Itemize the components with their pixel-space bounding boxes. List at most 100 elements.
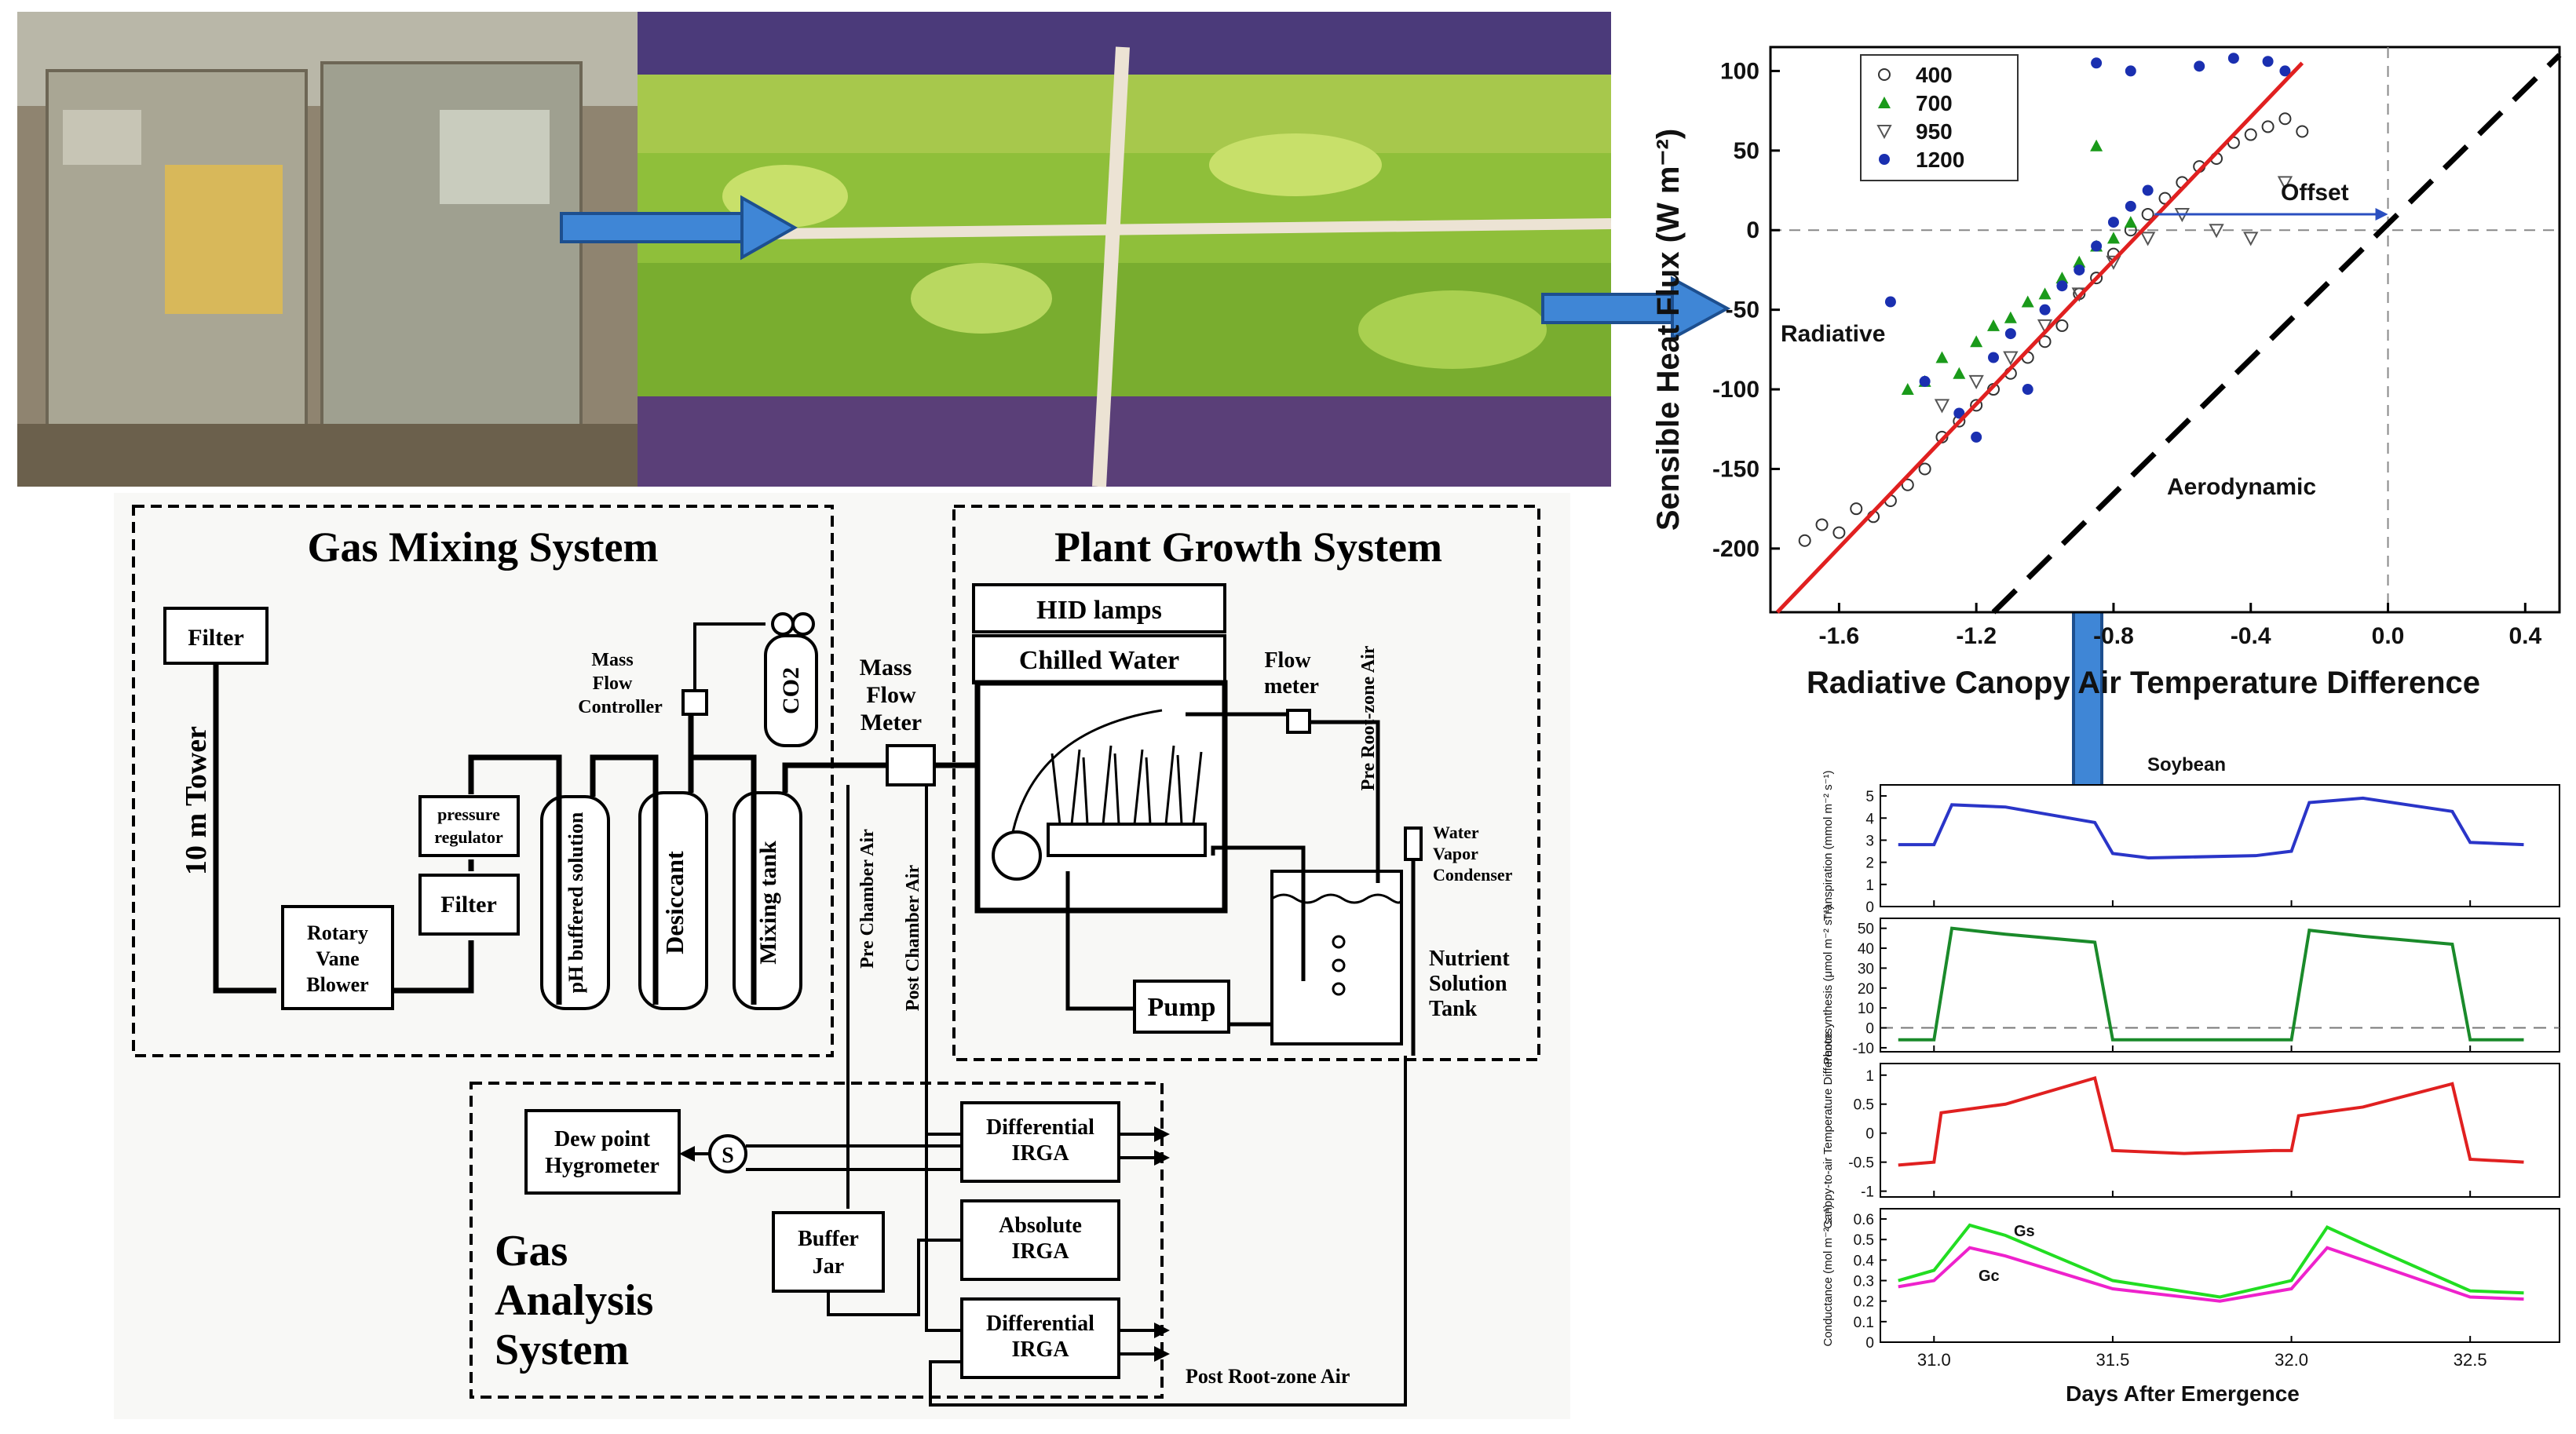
legend-marker-400 (1878, 68, 1891, 81)
panel-y-tick-label: 1 (1865, 1068, 1874, 1085)
data-point-1200 (2125, 200, 2136, 212)
dew-point-label-1: Dew point (554, 1127, 651, 1151)
data-point-400 (1918, 462, 1931, 476)
bubble-icon-2 (1332, 958, 1346, 972)
data-point-700 (2055, 272, 2069, 284)
panel-y-tick-label: 30 (1858, 961, 1874, 977)
data-point-950 (2003, 351, 2019, 366)
nutrient-tank-label-1: Nutrient (1429, 947, 1510, 971)
mixing-tank-label: Mixing tank (755, 841, 781, 965)
panel-y-tick-label: -1 (1861, 1184, 1874, 1201)
x-tick-label: -0.8 (2093, 623, 2134, 649)
panel-y-tick-label: 0 (1865, 1021, 1874, 1038)
panel-y-tick-label: 0 (1865, 1335, 1874, 1352)
data-point-1200 (1971, 431, 1982, 443)
panel-y-tick-label: 0.4 (1854, 1253, 1875, 1269)
data-point-1200 (2004, 328, 2016, 340)
differential-irga-2-label-1: Differential (986, 1312, 1094, 1336)
panel-y-tick-label: 0.3 (1854, 1274, 1874, 1290)
timeseries-x-tick-label: 32.5 (2454, 1350, 2487, 1370)
panel-y-tick-label: 0.5 (1854, 1097, 1874, 1114)
legend-label-950: 950 (1916, 119, 1953, 144)
data-point-1200 (2107, 217, 2119, 228)
y-tick-label: -150 (1712, 456, 1759, 482)
data-point-950 (1968, 374, 1984, 390)
timeseries-x-tick-label: 31.0 (1917, 1350, 1951, 1370)
data-point-400 (1798, 534, 1811, 547)
data-point-1200 (1884, 296, 1896, 308)
flow-meter-box (1286, 709, 1311, 734)
data-point-1200 (2056, 280, 2068, 292)
plant-growth-system-title: Plant Growth System (1054, 524, 1442, 571)
panel-y-tick-label: -10 (1853, 1041, 1874, 1057)
data-point-400 (2278, 112, 2292, 126)
flow-meter-label-1: Flow (1264, 648, 1311, 673)
co2-cylinder (764, 634, 818, 747)
mass-flow-controller-label-3: Controller (578, 697, 663, 717)
radiative-fit-line (1775, 61, 2304, 614)
tower-label: 10 m Tower (180, 726, 213, 875)
data-point-1200 (2091, 57, 2103, 69)
differential-irga-2-label-2: IRGA (1011, 1337, 1069, 1362)
legend-label-700: 700 (1916, 91, 1953, 115)
plant-canopy-photo (637, 12, 1612, 487)
legend-marker-700 (1878, 97, 1891, 108)
data-point-400 (2296, 125, 2309, 138)
filter-box-2 (418, 874, 520, 936)
data-point-400 (2055, 319, 2069, 332)
buffer-jar-label-2: Jar (813, 1254, 844, 1279)
scatter-y-axis-label: Sensible Heat Flux (W m⁻²) (1651, 129, 1686, 531)
data-point-1200 (2262, 56, 2274, 68)
data-point-1200 (2279, 65, 2291, 77)
solenoid-valve-label: S (722, 1144, 734, 1168)
co2-valve-right-icon (791, 612, 815, 636)
arrow-photo-to-scatter (1541, 275, 1731, 341)
timeseries-x-axis-label: Days After Emergence (2066, 1381, 2300, 1406)
timeseries-x-tick-label: 32.0 (2275, 1350, 2308, 1370)
gas-exchange-schematic: Gas Mixing System Filter 10 m Tower Rota… (114, 493, 1570, 1419)
data-point-1200 (2039, 304, 2051, 316)
annotation-aerodynamic: Aerodynamic (2167, 474, 2316, 500)
ph-solution-label: pH buffered solution (565, 812, 587, 993)
water-vapor-condenser-label-1: Water (1433, 823, 1479, 842)
plant-tray (1047, 823, 1207, 857)
data-point-700 (1901, 383, 1914, 396)
gs-label: Gs (2014, 1223, 2035, 1240)
panel-y-tick-label: 10 (1858, 1001, 1874, 1017)
co2-valve-left-icon (771, 612, 795, 636)
dew-point-hygrometer-box (524, 1109, 681, 1195)
x-tick-label: -1.2 (1956, 623, 1997, 649)
panel-y-tick-label: 0.2 (1854, 1294, 1874, 1311)
differential-irga-2-box (960, 1297, 1120, 1379)
filter-label-2: Filter (440, 892, 497, 918)
series-line (1898, 796, 2524, 860)
mass-flow-meter-label-3: Meter (860, 710, 922, 735)
gas-analysis-system-box (470, 1082, 1164, 1399)
data-point-950 (2277, 176, 2293, 191)
data-point-1200 (1988, 352, 2000, 363)
blower-label-1: Rotary (307, 921, 368, 944)
timeseries-x-tick-label: 31.5 (2096, 1350, 2130, 1370)
water-vapor-condenser-box (1404, 826, 1423, 861)
data-point-700 (2073, 255, 2086, 268)
filter-label-top: Filter (188, 625, 244, 651)
data-point-700 (1970, 335, 1983, 348)
absolute-irga-label-1: Absolute (999, 1213, 1082, 1238)
water-vapor-condenser-label-3: Condenser (1433, 865, 1513, 885)
mass-flow-meter-label-2: Flow (866, 682, 916, 708)
data-point-1200 (2074, 264, 2085, 275)
filter-box-top (163, 607, 269, 665)
chilled-water-box (972, 634, 1226, 684)
data-point-700 (1935, 351, 1949, 363)
nutrient-water-surface (1271, 893, 1403, 904)
x-tick-label: 0.4 (2508, 623, 2541, 649)
differential-irga-1-label-2: IRGA (1011, 1141, 1069, 1166)
pump-label: Pump (1148, 993, 1216, 1022)
gas-analysis-title-2: Analysis (495, 1276, 653, 1325)
nutrient-tank-vessel (1270, 870, 1403, 1045)
offset-arrow-head-icon (2375, 207, 2388, 221)
data-point-400 (1970, 399, 1983, 412)
gas-analysis-title-1: Gas (495, 1227, 568, 1275)
gas-analysis-pipes (687, 785, 1407, 1407)
